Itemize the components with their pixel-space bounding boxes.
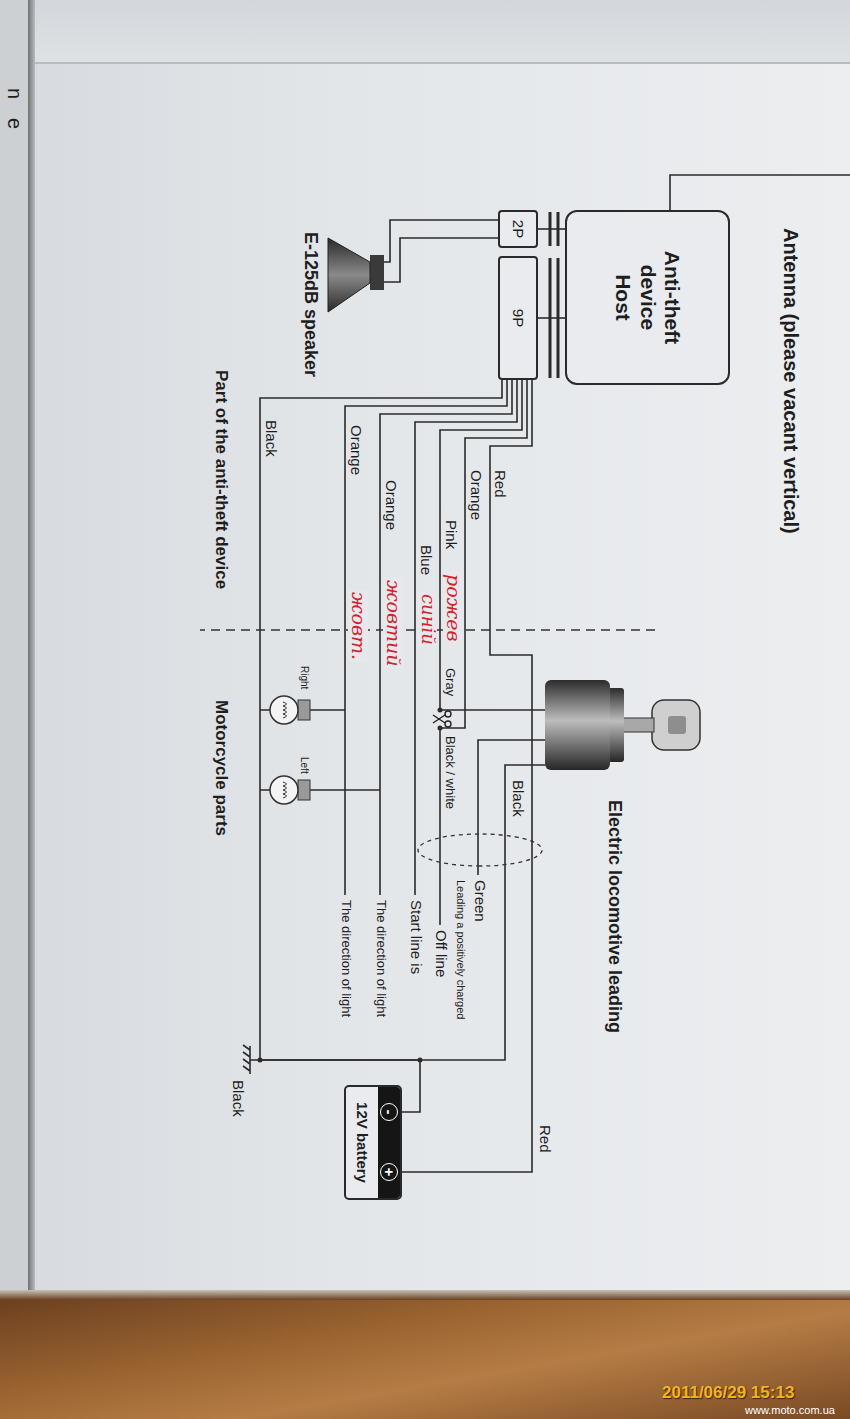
speaker-horn — [328, 238, 370, 312]
lamp-socket — [298, 700, 310, 720]
scissors-ring — [445, 711, 451, 717]
key-slot — [668, 716, 686, 734]
wire-label: Left — [299, 757, 310, 774]
wire-label: Start line is — [408, 900, 425, 974]
wire-connector — [538, 317, 565, 319]
black-white-wire — [439, 726, 441, 925]
host-box: Anti-theft device Host — [565, 210, 730, 385]
junction-dots — [258, 708, 443, 1063]
caption-label: Antenna (please vacant vertical) — [780, 228, 802, 534]
wire-label: Blue — [418, 545, 435, 575]
switch-flange — [608, 688, 624, 762]
wire-label: The direction of light — [339, 900, 353, 1017]
wire-label: Right — [299, 666, 310, 689]
wire-label: Off line — [433, 930, 450, 977]
scissors-symbol — [433, 711, 451, 727]
wire-label: Green — [472, 880, 489, 922]
wire-label: Gray — [443, 668, 457, 696]
pink-wire — [440, 380, 522, 712]
junction-dot — [438, 708, 443, 713]
carpet-shadow — [0, 1290, 850, 1300]
green-wire — [478, 740, 545, 875]
plug-bars — [550, 212, 558, 378]
plug-2p: 2P — [498, 210, 538, 248]
junction-dot — [438, 726, 443, 731]
caption-label: Electric locomotive leading — [604, 800, 624, 1033]
wire-connector — [260, 380, 502, 1112]
watermark: www.moto.com.ua — [745, 1404, 835, 1416]
wires — [250, 175, 850, 1060]
speaker-symbol — [328, 238, 384, 312]
battery-label: 12V battery — [354, 1102, 371, 1183]
box-text: Anti-theft device Host — [611, 240, 683, 355]
handwritten-note: синій — [418, 592, 437, 647]
wire-label: The direction of light — [374, 900, 388, 1017]
ground-symbol — [243, 1045, 250, 1074]
wire-label: Black — [510, 780, 527, 817]
switch-black-wire — [250, 765, 545, 1060]
speaker-driver — [370, 255, 384, 290]
box-text: 2P — [509, 220, 526, 238]
wire-label: e — [4, 118, 26, 129]
scissors-ring — [445, 721, 451, 727]
wire-label: Leading a positively charged — [455, 880, 467, 1019]
wire-label: Orange — [383, 480, 400, 530]
wire-label: Orange — [348, 425, 365, 475]
scissors-blades — [433, 715, 445, 723]
caption-label: Part of the anti-theft device — [211, 370, 230, 589]
wire-label: Red — [537, 1125, 554, 1153]
battery-terminal: - — [380, 1103, 398, 1121]
orange-wire — [345, 380, 507, 895]
blue-wire — [415, 380, 517, 895]
lamp-glass — [270, 696, 298, 724]
wire-connector — [538, 228, 565, 230]
lamp-filament — [283, 782, 287, 798]
gray-wire — [440, 709, 545, 711]
ignition-switch — [545, 680, 700, 770]
page-top-band — [0, 0, 850, 64]
wire-label: Black / white — [443, 736, 457, 809]
speaker-wire — [384, 238, 498, 282]
ground-hatch — [243, 1045, 250, 1074]
page-gap-shadow — [28, 0, 35, 1300]
antenna-wire — [670, 175, 850, 210]
orange-wire — [380, 380, 512, 895]
wire-label: Orange — [468, 470, 485, 520]
lamp-bulb — [270, 696, 310, 724]
lamp-socket — [298, 780, 310, 800]
caption-label: E-125dB speaker — [300, 232, 320, 377]
plug-9p: 9P — [498, 256, 538, 380]
photo-timestamp: 2011/06/29 15:13 — [662, 1384, 794, 1403]
dashed-group-oval — [418, 834, 542, 866]
battery-terminal-strip: -+ — [378, 1087, 400, 1198]
left-page-strip — [0, 0, 28, 1300]
handwritten-note: жовтий — [383, 578, 403, 669]
wire-label: Pink — [443, 520, 460, 549]
handwritten-note: жовт. — [348, 590, 368, 662]
battery-terminal: + — [380, 1163, 398, 1181]
handwritten-note: рожев — [443, 572, 463, 644]
key-head — [652, 700, 700, 750]
orange-wire — [440, 380, 527, 728]
wire-label: n — [4, 88, 26, 99]
wire-label: Black — [263, 420, 280, 457]
lamp-glass — [270, 776, 298, 804]
lamp-bulb — [270, 776, 310, 804]
key-shaft — [622, 718, 654, 732]
battery-box: -+12V battery — [344, 1085, 402, 1200]
caption-label: Motorcycle parts — [211, 700, 230, 836]
wire-connector — [402, 380, 532, 1172]
plug-connector-bars — [550, 212, 558, 378]
speaker-wire — [384, 220, 498, 262]
lamp-filament — [283, 702, 287, 718]
wire-label: Black — [230, 1080, 247, 1117]
box-text: 9P — [509, 309, 526, 327]
switch-body — [545, 680, 610, 770]
wire-label: Red — [492, 470, 509, 498]
